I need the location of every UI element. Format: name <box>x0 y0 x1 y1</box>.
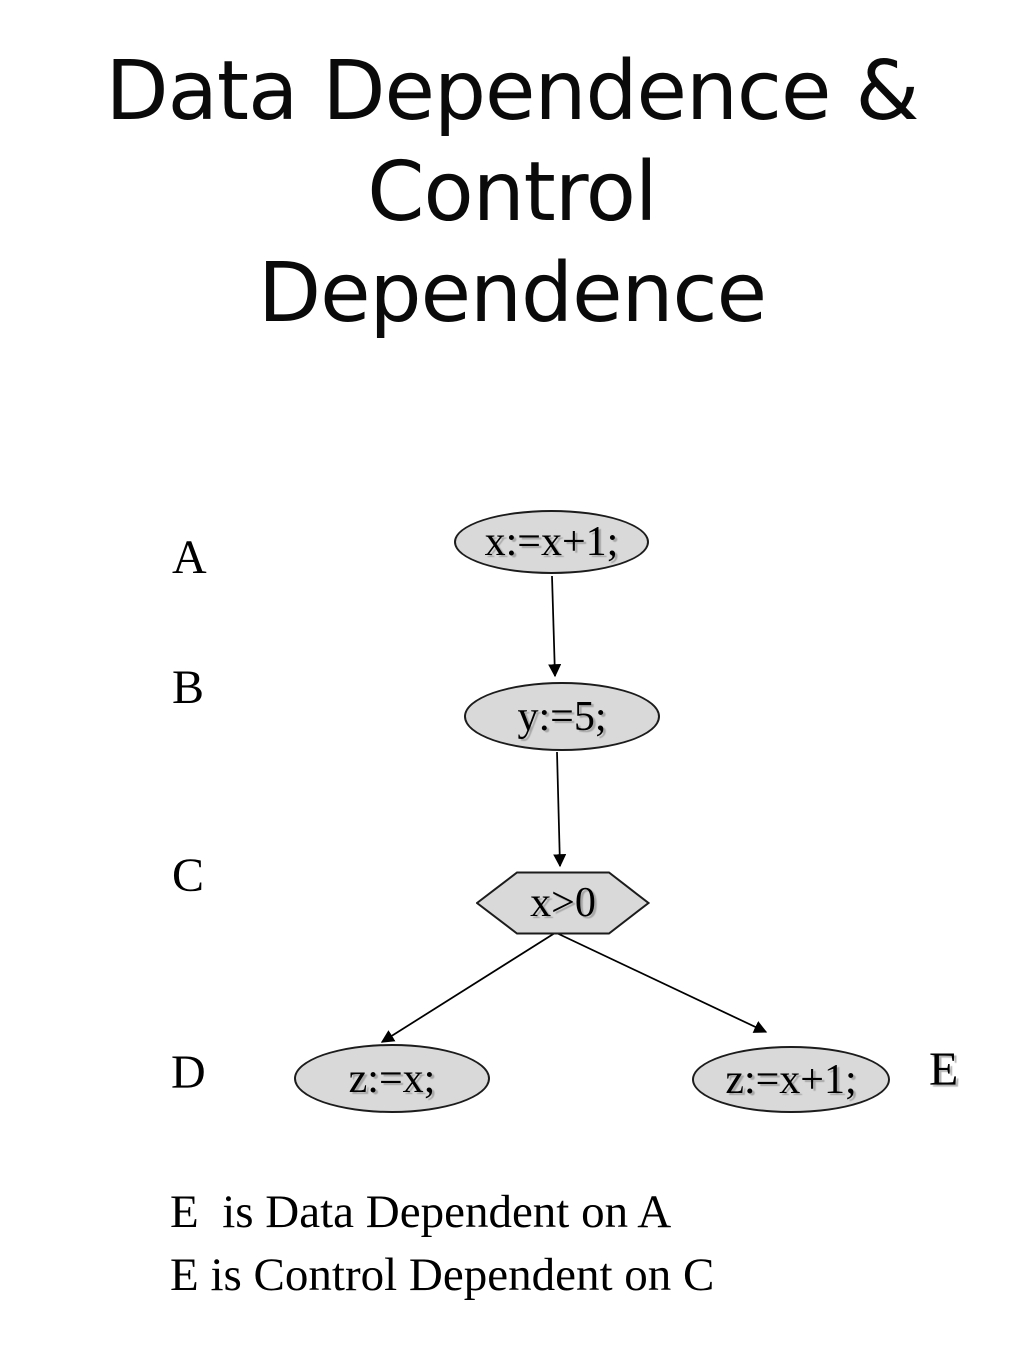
arrow-c-to-e <box>545 927 768 1033</box>
note-data-dependence: E is Data Dependent on A <box>170 1186 672 1238</box>
hexagon-shape <box>476 871 650 935</box>
row-label-d: D <box>171 1046 206 1099</box>
title-line-1: Data Dependence & <box>105 44 920 139</box>
title-line-2: Control <box>367 145 657 240</box>
row-label-b: B <box>172 661 205 714</box>
node-a-text: x:=x+1; <box>484 519 619 565</box>
node-d-statement: z:=x; <box>294 1044 490 1113</box>
node-c-text: x>0 <box>530 880 596 926</box>
arrow-b-to-c <box>553 751 567 868</box>
node-e-statement: z:=x+1; <box>692 1046 890 1113</box>
node-d-text: z:=x; <box>348 1055 436 1102</box>
node-e-text: z:=x+1; <box>725 1056 857 1103</box>
row-label-a: A <box>172 531 207 584</box>
node-c-condition: x>0 <box>476 871 650 935</box>
note-control-dependence: E is Control Dependent on C <box>170 1249 715 1301</box>
row-label-e: E <box>929 1043 959 1096</box>
slide-title: Data Dependence & Control Dependence <box>0 41 1024 344</box>
row-label-c: C <box>172 849 205 902</box>
node-a-statement: x:=x+1; <box>454 510 649 574</box>
title-line-3: Dependence <box>257 246 767 341</box>
arrow-a-to-b <box>548 575 562 678</box>
arrow-c-to-d <box>380 925 567 1043</box>
node-b-statement: y:=5; <box>464 682 660 751</box>
node-b-text: y:=5; <box>517 693 607 740</box>
